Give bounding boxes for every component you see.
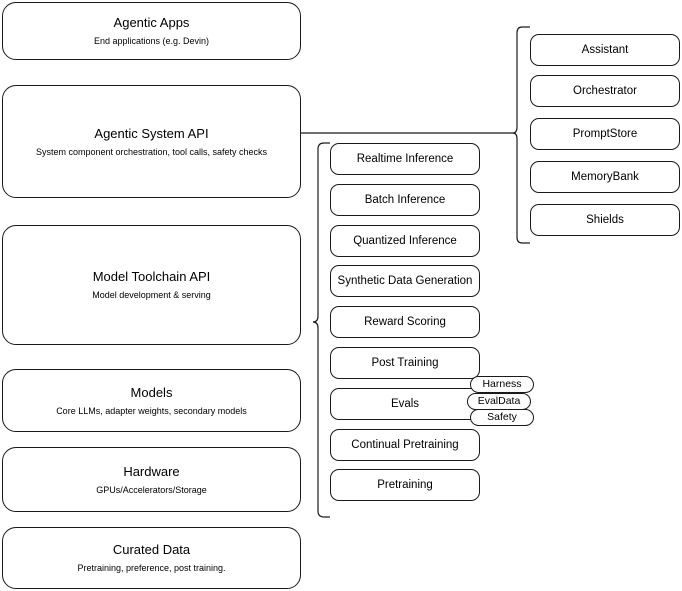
- toolchain-chip-synthetic-data-generation[interactable]: Synthetic Data Generation: [330, 265, 480, 297]
- layer-card-model-toolchain-api[interactable]: Model Toolchain API Model development & …: [2, 225, 301, 345]
- badge-label: Safety: [487, 411, 517, 423]
- layer-title: Agentic Apps: [113, 15, 190, 30]
- chip-label: Orchestrator: [573, 85, 637, 97]
- system-chip-orchestrator[interactable]: Orchestrator: [530, 75, 680, 107]
- system-chip-promptstore[interactable]: PromptStore: [530, 118, 680, 150]
- layer-title: Agentic System API: [94, 125, 209, 141]
- toolchain-chip-quantized-inference[interactable]: Quantized Inference: [330, 225, 480, 257]
- chip-label: Post Training: [371, 357, 439, 369]
- layer-subtitle: Pretraining, preference, post training.: [77, 563, 226, 573]
- toolchain-chip-realtime-inference[interactable]: Realtime Inference: [330, 143, 480, 175]
- toolchain-chip-batch-inference[interactable]: Batch Inference: [330, 184, 480, 216]
- chip-label: Continual Pretraining: [351, 439, 459, 451]
- chip-label: Reward Scoring: [364, 316, 446, 328]
- layer-title: Model Toolchain API: [92, 269, 211, 284]
- system-chip-shields[interactable]: Shields: [530, 204, 680, 236]
- layer-subtitle: GPUs/Accelerators/Storage: [96, 484, 207, 495]
- layer-card-models[interactable]: Models Core LLMs, adapter weights, secon…: [2, 369, 301, 432]
- layer-card-curated-data[interactable]: Curated Data Pretraining, preference, po…: [2, 527, 301, 589]
- eval-badge-harness[interactable]: Harness: [470, 376, 534, 393]
- layer-subtitle: End applications (e.g. Devin): [93, 36, 210, 46]
- chip-label: MemoryBank: [571, 171, 639, 183]
- layer-title: Curated Data: [112, 542, 191, 557]
- chip-label: Shields: [586, 214, 624, 226]
- layer-subtitle: System component orchestration, tool cal…: [35, 146, 268, 157]
- layer-title: Hardware: [123, 463, 180, 479]
- chip-label: Assistant: [581, 44, 629, 56]
- toolchain-chip-evals[interactable]: Evals: [330, 388, 480, 420]
- system-chip-assistant[interactable]: Assistant: [530, 34, 680, 66]
- toolchain-chip-pretraining[interactable]: Pretraining: [330, 469, 480, 501]
- chip-label: Batch Inference: [364, 194, 446, 206]
- layer-title: Models: [130, 384, 173, 400]
- chip-label: PromptStore: [572, 128, 638, 140]
- layer-card-hardware[interactable]: Hardware GPUs/Accelerators/Storage: [2, 447, 301, 512]
- eval-badge-safety[interactable]: Safety: [470, 409, 534, 426]
- badge-label: EvalData: [477, 395, 521, 407]
- toolchain-chip-continual-pretraining[interactable]: Continual Pretraining: [330, 429, 480, 461]
- layer-card-agentic-apps[interactable]: Agentic Apps End applications (e.g. Devi…: [2, 2, 301, 60]
- toolchain-chip-post-training[interactable]: Post Training: [330, 347, 480, 379]
- chip-label: Pretraining: [377, 479, 433, 491]
- badge-label: Harness: [482, 378, 522, 390]
- chip-label: Evals: [390, 398, 420, 410]
- layer-subtitle: Core LLMs, adapter weights, secondary mo…: [56, 405, 247, 416]
- chip-label: Synthetic Data Generation: [337, 275, 473, 287]
- layer-card-agentic-system-api[interactable]: Agentic System API System component orch…: [2, 85, 301, 198]
- chip-label: Quantized Inference: [353, 235, 457, 247]
- eval-badge-evaldata[interactable]: EvalData: [467, 393, 531, 410]
- chip-label: Realtime Inference: [356, 153, 454, 165]
- toolchain-chip-reward-scoring[interactable]: Reward Scoring: [330, 306, 480, 338]
- layer-subtitle: Model development & serving: [92, 290, 211, 300]
- system-chip-memorybank[interactable]: MemoryBank: [530, 161, 680, 193]
